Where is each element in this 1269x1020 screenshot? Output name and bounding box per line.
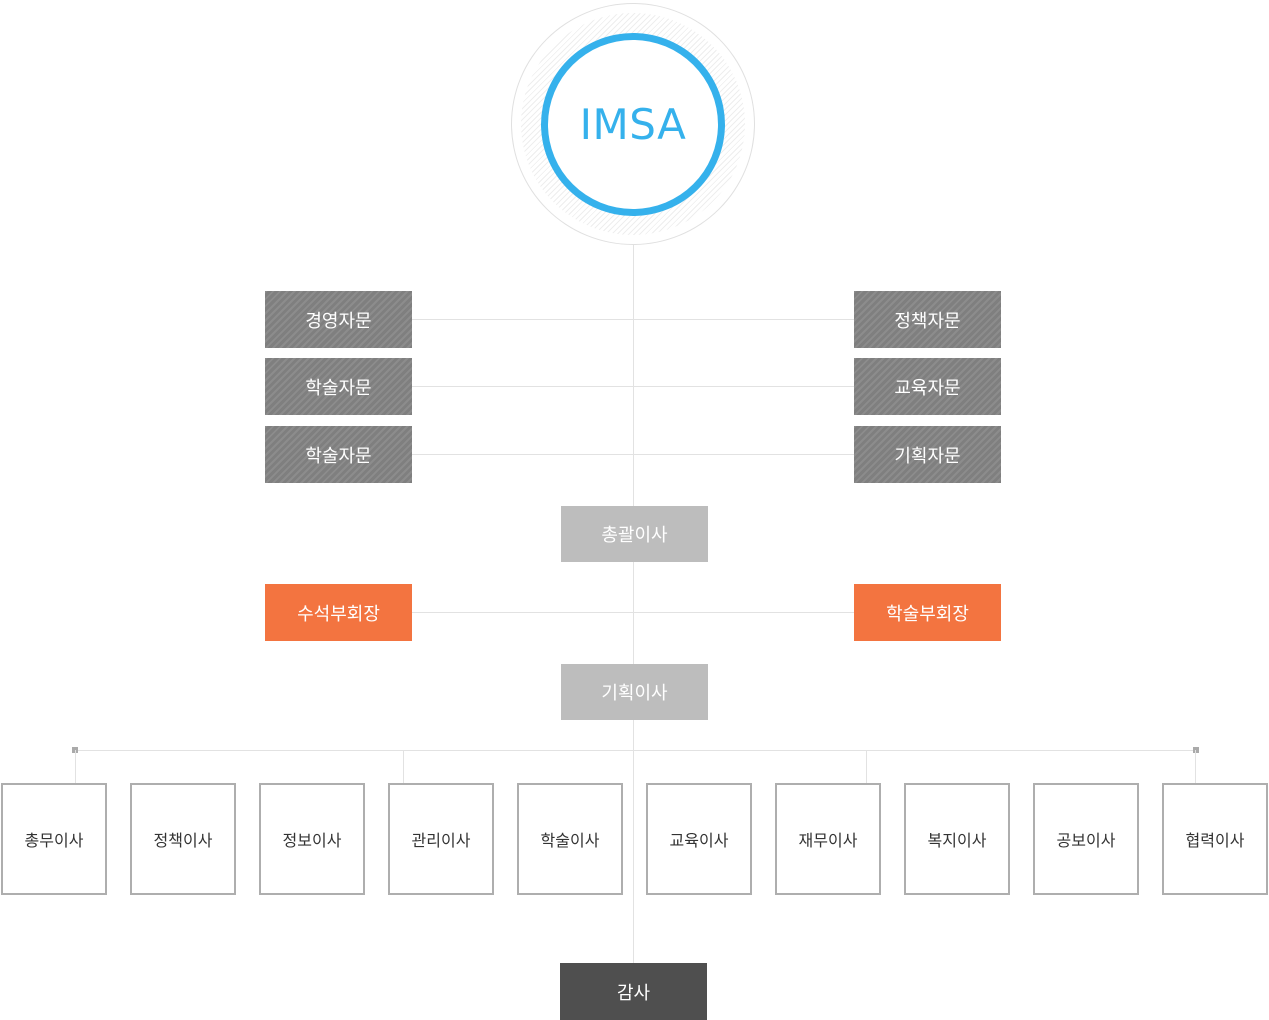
director-box-cooperation: 협력이사: [1162, 783, 1268, 895]
advisor-box-policy: 정책자문: [854, 291, 1001, 348]
director-box-information: 정보이사: [259, 783, 365, 895]
advisor-box-management: 경영자문: [265, 291, 412, 348]
advisor-connector-3: [412, 454, 854, 455]
advisor-box-planning: 기획자문: [854, 426, 1001, 483]
director-drop-10: [1195, 750, 1196, 783]
director-box-welfare: 복지이사: [904, 783, 1010, 895]
director-drop-7: [866, 750, 867, 783]
logo-text: IMSA: [579, 100, 687, 149]
directors-bus-line: [75, 750, 1196, 751]
auditor-box: 감사: [560, 963, 707, 1020]
vice-president-connector: [412, 612, 854, 613]
academic-vice-president-box: 학술부회장: [854, 584, 1001, 641]
logo-circle: IMSA: [541, 33, 725, 216]
general-director-box: 총괄이사: [561, 506, 708, 562]
director-drop-1: [75, 750, 76, 783]
advisor-box-academic-1: 학술자문: [265, 358, 412, 415]
director-drop-4: [403, 750, 404, 783]
advisor-box-education: 교육자문: [854, 358, 1001, 415]
director-box-general-affairs: 총무이사: [1, 783, 107, 895]
advisor-connector-2: [412, 386, 854, 387]
bus-end-dot-right: [1193, 747, 1199, 753]
advisor-box-academic-2: 학술자문: [265, 426, 412, 483]
advisor-connector-1: [412, 319, 854, 320]
main-trunk-line: [633, 245, 634, 963]
planning-director-box: 기획이사: [561, 664, 708, 720]
director-box-public-relations: 공보이사: [1033, 783, 1139, 895]
senior-vice-president-box: 수석부회장: [265, 584, 412, 641]
director-box-finance: 재무이사: [775, 783, 881, 895]
director-box-administration: 관리이사: [388, 783, 494, 895]
director-box-education: 교육이사: [646, 783, 752, 895]
director-box-policy: 정책이사: [130, 783, 236, 895]
director-box-academic: 학술이사: [517, 783, 623, 895]
